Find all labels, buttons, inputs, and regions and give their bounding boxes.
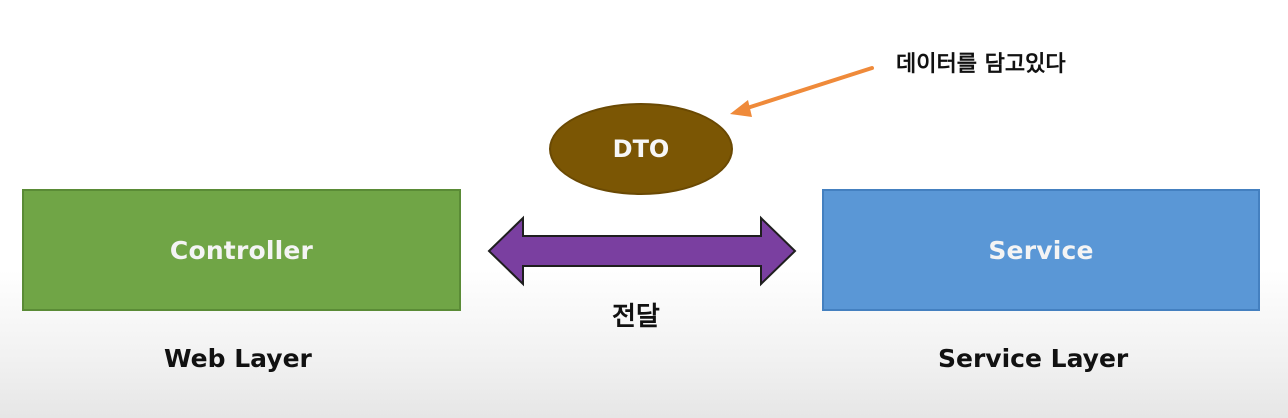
web-layer-caption: Web Layer	[164, 344, 312, 373]
note-pointer-arrow-line	[742, 66, 874, 111]
service-box: Service	[822, 189, 1260, 311]
dto-label: DTO	[612, 135, 670, 163]
controller-box: Controller	[22, 189, 461, 311]
note-label: 데이터를 담고있다	[896, 52, 1066, 77]
transfer-double-arrow	[487, 215, 797, 287]
note-pointer-arrowhead	[730, 100, 752, 117]
controller-label: Controller	[169, 235, 314, 265]
service-layer-caption: Service Layer	[938, 344, 1129, 373]
service-label: Service	[988, 235, 1094, 265]
dto-ellipse: DTO	[549, 103, 733, 195]
transfer-label: 전달	[612, 302, 660, 332]
